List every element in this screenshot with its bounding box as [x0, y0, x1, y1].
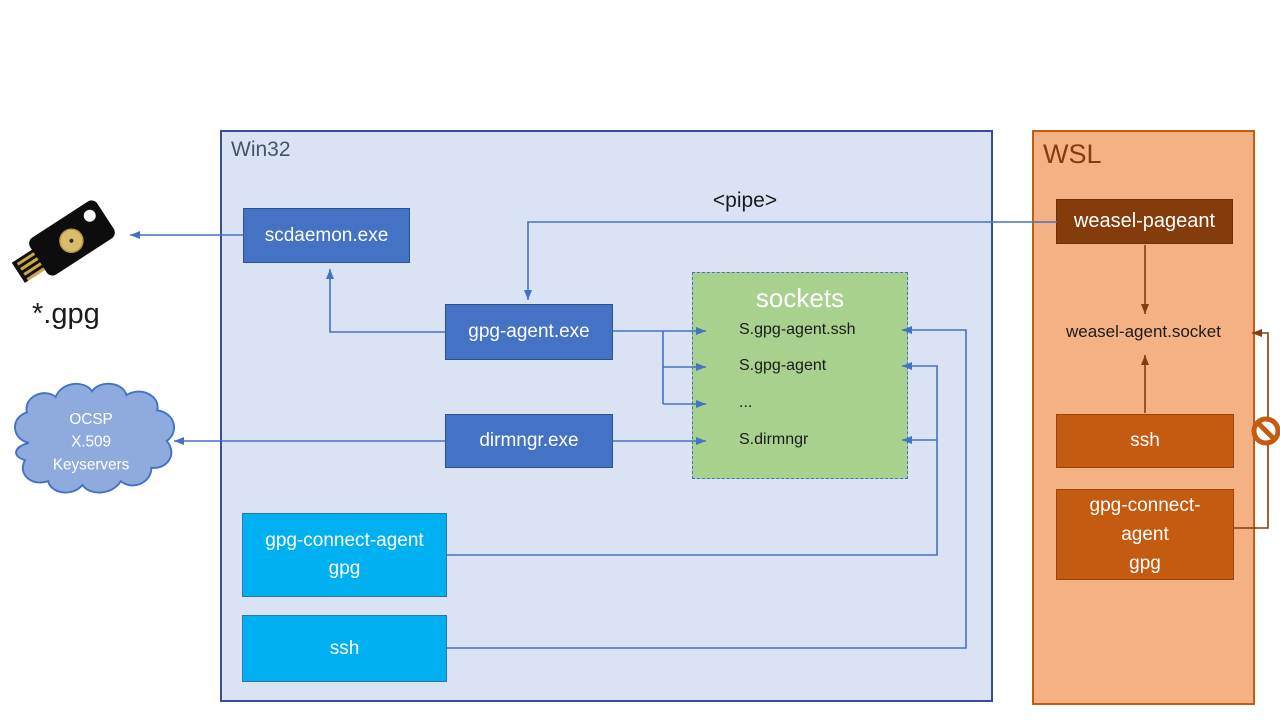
usb-contact-stripe	[23, 261, 44, 276]
weasel-pageant-label: weasel-pageant	[1073, 210, 1216, 232]
weasel-pageant-box: weasel-pageant	[1056, 199, 1233, 244]
usb-contact-stripe	[26, 266, 47, 281]
dirmngr-label: dirmngr.exe	[479, 430, 579, 451]
weasel-agent-socket-label: weasel-agent.socket	[1066, 322, 1221, 341]
win32-gpg-connect-agent-box: gpg-connect-agent gpg	[242, 513, 447, 597]
win32-ssh-box: ssh	[242, 615, 447, 682]
keyservers-cloud: OCSP X.509 Keyservers	[14, 382, 176, 494]
gpg-files-label: *.gpg	[32, 298, 100, 330]
gpg-connect-agent-line2: gpg	[328, 558, 361, 579]
socket-entry-gpg-agent-ssh: S.gpg-agent.ssh	[739, 321, 856, 338]
wsl-gpg-connect-agent-line3: gpg	[1129, 553, 1161, 574]
yubikey-icon	[11, 200, 115, 283]
scdaemon-label: scdaemon.exe	[264, 224, 389, 246]
cloud-line-3: Keyservers	[53, 457, 130, 474]
gpg-agent-label: gpg-agent.exe	[468, 321, 590, 342]
wsl-ssh-box: ssh	[1056, 414, 1234, 468]
wsl-gpg-connect-agent-line2: agent	[1121, 524, 1169, 545]
cloud-line-2: X.509	[71, 434, 111, 451]
dirmngr-box: dirmngr.exe	[445, 414, 613, 468]
no-entry-icon	[1251, 416, 1280, 446]
wsl-container-label: WSL	[1043, 139, 1102, 169]
pipe-label: <pipe>	[712, 189, 778, 212]
wsl-gpg-connect-agent-box: gpg-connect- agent gpg	[1056, 489, 1234, 580]
sockets-title: sockets	[755, 283, 845, 313]
usb-contact-stripe	[16, 251, 37, 266]
yubikey-disc-dot	[69, 238, 74, 243]
win32-container-label: Win32	[231, 138, 291, 161]
socket-entry-dirmngr: S.dirmngr	[739, 431, 809, 448]
yubikey-hole	[83, 209, 96, 222]
cloud-line-1: OCSP	[69, 411, 112, 428]
usb-contact-stripe	[20, 256, 41, 271]
wsl-ssh-label: ssh	[1130, 430, 1160, 451]
socket-entry-gpg-agent: S.gpg-agent	[739, 357, 827, 374]
gpg-agent-box: gpg-agent.exe	[445, 304, 613, 360]
win32-ssh-label: ssh	[329, 637, 360, 659]
scdaemon-box: scdaemon.exe	[243, 208, 410, 263]
socket-entry-ellipsis: ...	[739, 394, 753, 411]
cloud-shape	[14, 382, 176, 494]
sockets-group: sockets S.gpg-agent.ssh S.gpg-agent ... …	[692, 272, 908, 479]
gpg-connect-agent-line1: gpg-connect-agent	[265, 530, 424, 551]
wsl-gpg-connect-agent-line1: gpg-connect-	[1089, 495, 1201, 516]
